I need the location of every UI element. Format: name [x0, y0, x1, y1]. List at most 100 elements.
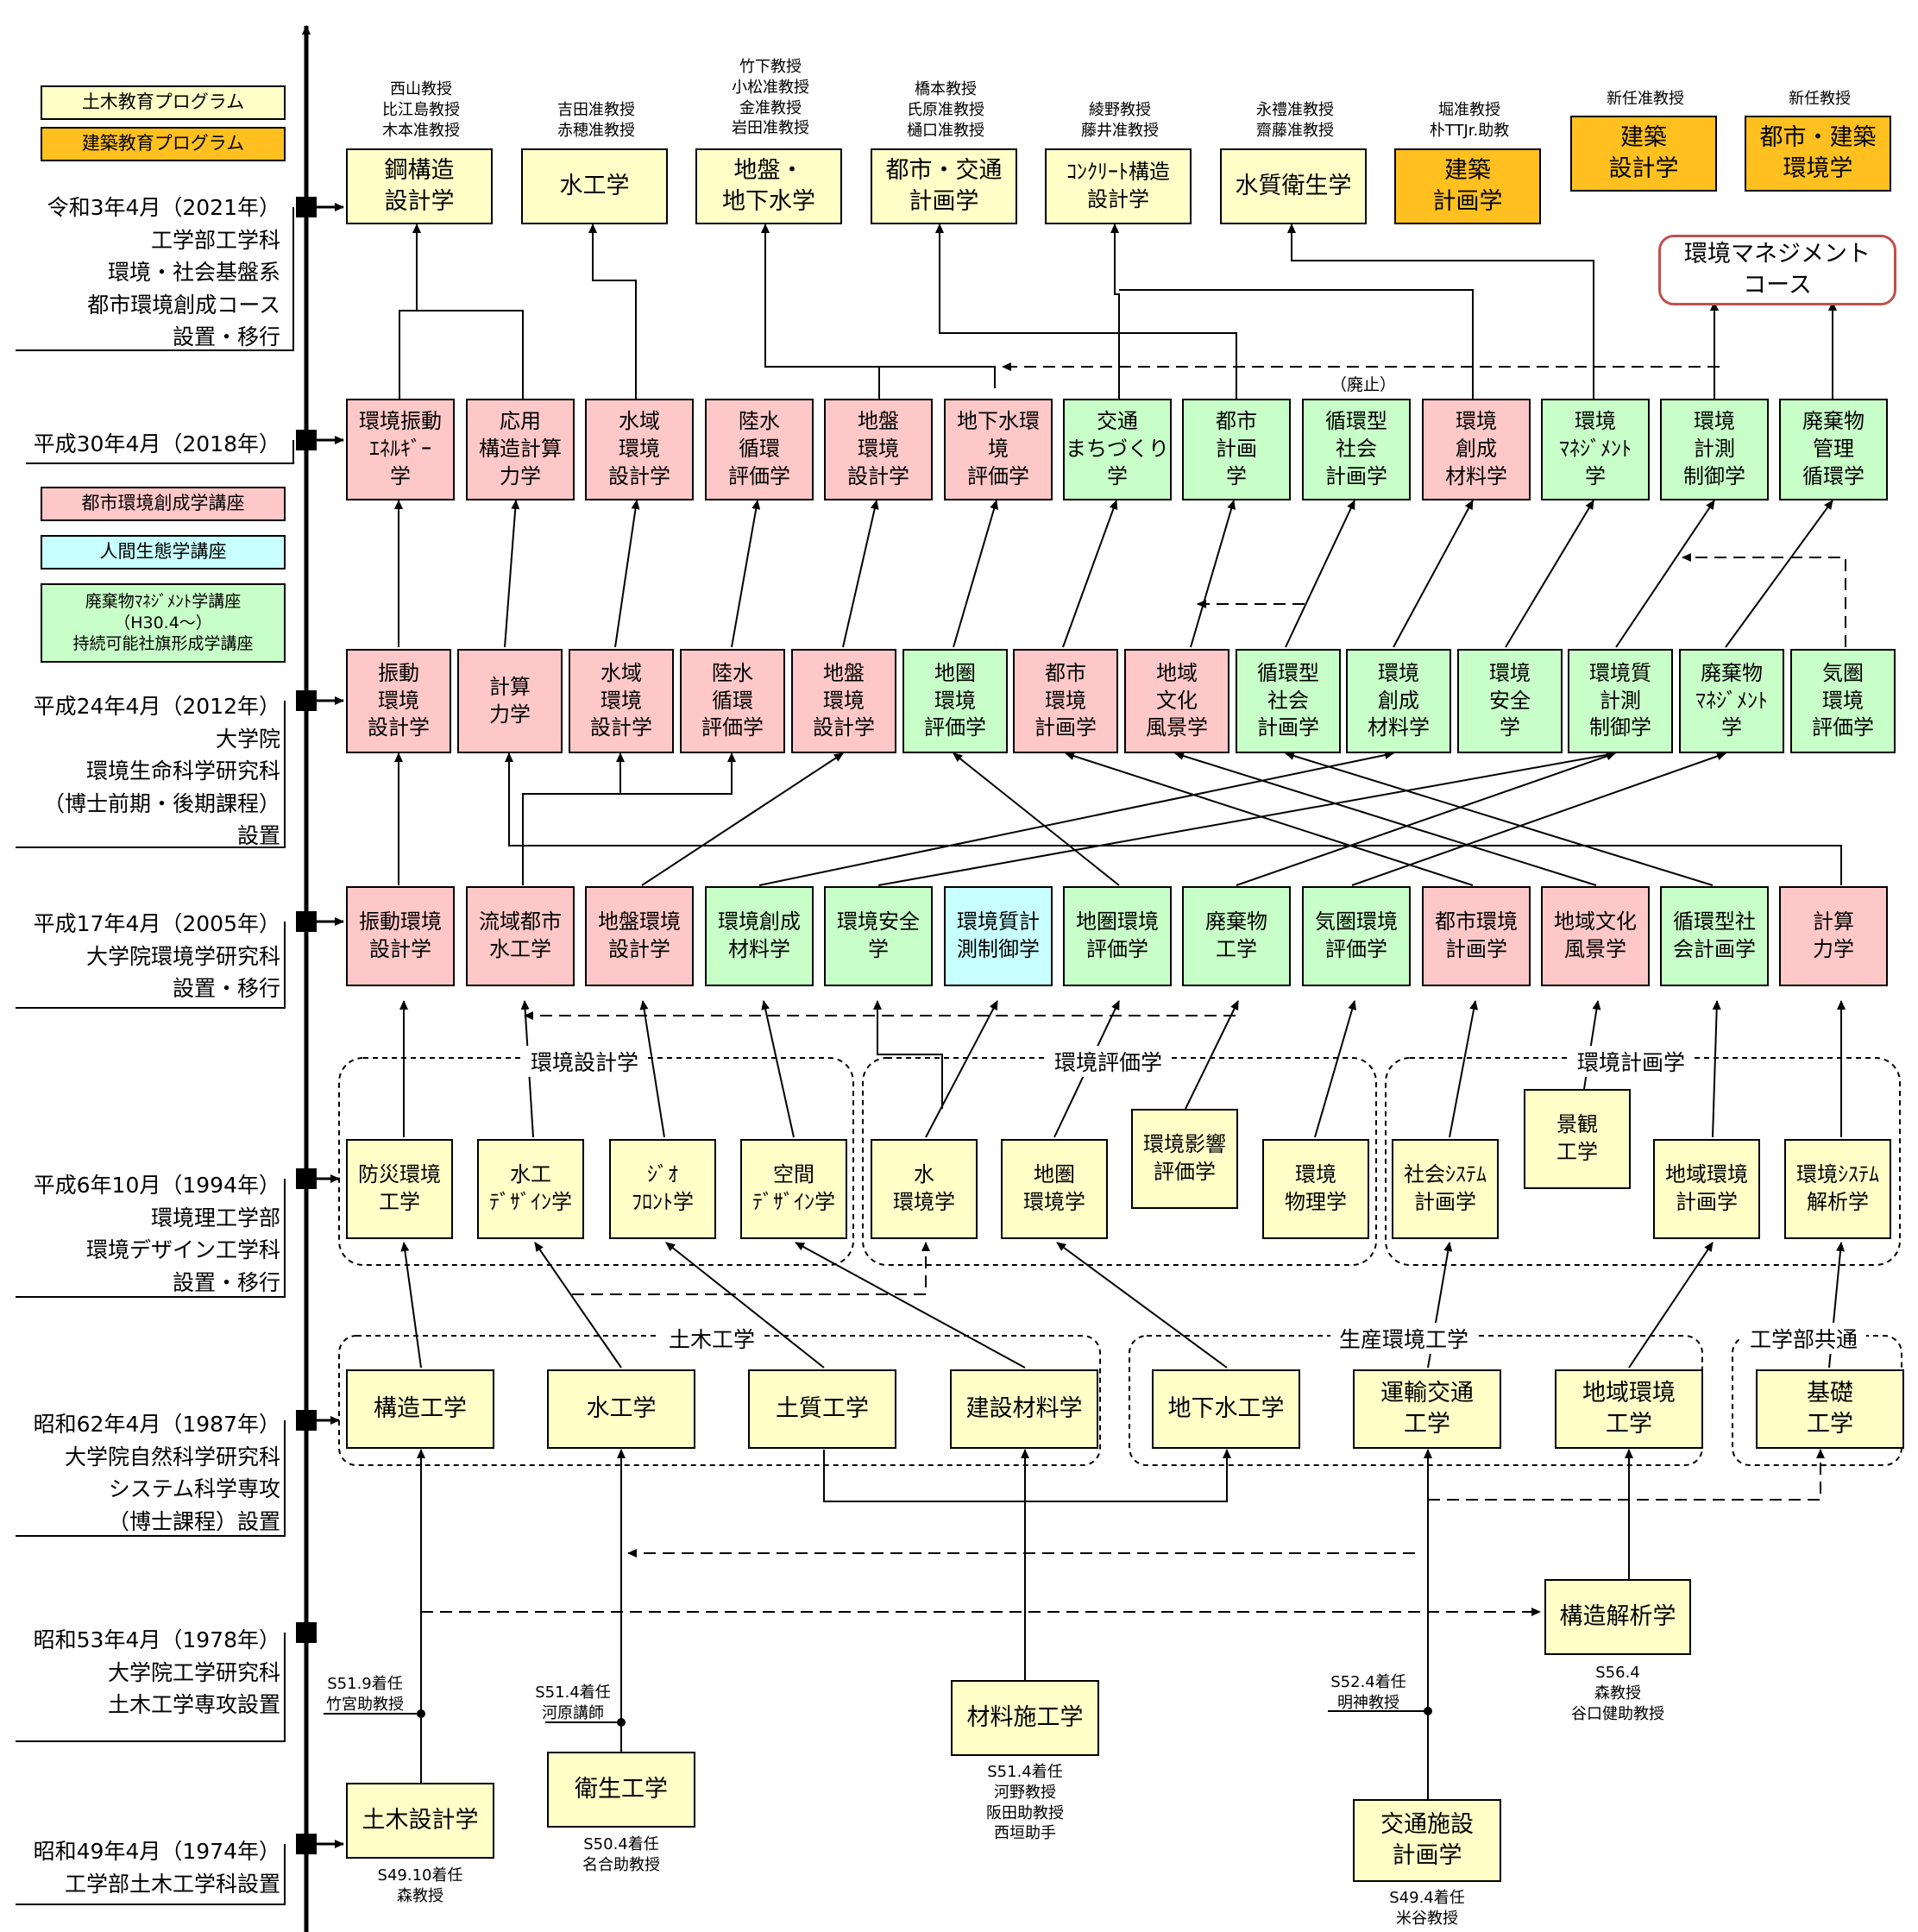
- h24-course-1: 振動 環境 設計学: [346, 649, 451, 753]
- group-label-sekkei: 環境設計学: [522, 1046, 648, 1077]
- h30-course-8: 都市 計画 学: [1182, 399, 1291, 500]
- joint-dots: [417, 1707, 1432, 1727]
- era-2018: 平成30年4月（2018年）: [33, 431, 280, 456]
- h17-course-3: 地盤環境 設計学: [585, 886, 694, 986]
- h17-course-5: 環境安全 学: [824, 886, 933, 986]
- h24-course-10: 環境 創成 材料学: [1346, 649, 1451, 753]
- course-suishitsu: 水質衛生学: [1220, 148, 1367, 224]
- legend-waste-management-lab: 廃棄物ﾏﾈｼﾞﾒﾝﾄ学講座 （H30.4～） 持続可能社旗形成学講座: [41, 583, 286, 663]
- dashed-connectors: [421, 362, 1846, 1616]
- course-kozokaiseki: 構造解析学: [1544, 1579, 1691, 1655]
- era-1987: 昭和62年4月（1987年） 大学院自然科学研究科 システム科学専攻 （博士課程…: [33, 1412, 280, 1534]
- h17-course-11: 地域文化 風景学: [1541, 886, 1650, 986]
- h30-course-13: 廃棄物 管理 循環学: [1779, 399, 1888, 500]
- legend-architecture-program: 建築教育プログラム: [41, 127, 286, 161]
- s62-course-5: 地下水工学: [1152, 1369, 1300, 1449]
- group-label-hyoka: 環境評価学: [1046, 1046, 1172, 1077]
- s62-course-3: 土質工学: [748, 1369, 896, 1449]
- course-koukozo: 鋼構造 設計学: [346, 148, 493, 224]
- h24-course-14: 気圏 環境 評価学: [1790, 649, 1896, 753]
- h6-course-11: 地域環境 計画学: [1653, 1139, 1760, 1239]
- course-kenchikusekkei: 建築 設計学: [1570, 116, 1717, 192]
- course-eisei: 衛生工学: [547, 1752, 695, 1828]
- staff-suishitsu: 永禮准教授 齋藤准教授: [1256, 101, 1334, 140]
- h30-course-11: 環境 ﾏﾈｼﾞﾒﾝﾄ 学: [1541, 399, 1650, 500]
- s62-course-1: 構造工学: [346, 1369, 494, 1449]
- s62-course-6: 運輸交通 工学: [1353, 1369, 1501, 1449]
- h17-course-12: 循環型社 会計画学: [1660, 886, 1769, 986]
- h24-course-5: 地盤 環境 設計学: [791, 649, 896, 753]
- h24-course-7: 都市 環境 計画学: [1013, 649, 1118, 753]
- h17-course-4: 環境創成 材料学: [705, 886, 814, 986]
- h6-course-1: 防災環境 工学: [346, 1139, 453, 1239]
- timeline-arrows: [317, 203, 344, 1848]
- h30-course-5: 地盤 環境 設計学: [824, 399, 933, 500]
- era-2021: 令和3年4月（2021年） 工学部工学科 環境・社会基盤系 都市環境創成コース …: [47, 195, 280, 349]
- h30-course-9: 循環型 社会 計画学: [1302, 399, 1411, 500]
- h6-course-10: 景観 工学: [1524, 1089, 1631, 1189]
- h30-course-7: 交通 まちづくり 学: [1063, 399, 1172, 500]
- s62-course-7: 地域環境 工学: [1555, 1369, 1703, 1449]
- course-jiban: 地盤・ 地下水学: [695, 148, 842, 224]
- group-label-seisan: 生産環境工学: [1330, 1323, 1478, 1354]
- course-kotsushisetsu: 交通施設 計画学: [1353, 1799, 1501, 1882]
- h17-course-8: 廃棄物 工学: [1182, 886, 1291, 986]
- h30-course-3: 水域 環境 設計学: [585, 399, 694, 500]
- h6-course-8: 環境 物理学: [1262, 1139, 1369, 1239]
- h17-course-2: 流域都市 水工学: [466, 886, 575, 986]
- era-2012: 平成24年4月（2012年） 大学院 環境生命科学研究科 （博士前期・後期課程）…: [33, 694, 280, 848]
- h6-course-6: 地圏 環境学: [1001, 1139, 1108, 1239]
- staff-takemiya: S51.9着任 竹宮助教授: [326, 1675, 404, 1714]
- era-1978: 昭和53年4月（1978年） 大学院工学研究科 土木工学専攻設置: [33, 1627, 280, 1717]
- legend-civil-program: 土木教育プログラム: [41, 85, 286, 120]
- timeline-markers: [296, 197, 317, 1854]
- staff-eisei: S50.4着任 名合助教授: [582, 1835, 660, 1874]
- h24-course-2: 計算 力学: [457, 649, 563, 753]
- era-underlines: [16, 207, 294, 1905]
- era-2005: 平成17年4月（2005年） 大学院環境学研究科 設置・移行: [33, 911, 280, 1001]
- s62-course-8: 基礎 工学: [1756, 1369, 1904, 1449]
- h24-course-11: 環境 安全 学: [1457, 649, 1563, 753]
- h30-course-2: 応用 構造計算 力学: [466, 399, 575, 500]
- h24-course-12: 環境質 計測 制御学: [1568, 649, 1673, 753]
- h17-course-1: 振動環境 設計学: [346, 886, 455, 986]
- h24-course-6: 地圏 環境 評価学: [902, 649, 1008, 753]
- course-dobokusekkei: 土木設計学: [346, 1783, 494, 1859]
- h6-course-2: 水工 ﾃﾞｻﾞｲﾝ学: [477, 1139, 584, 1239]
- h24-course-3: 水域 環境 設計学: [569, 649, 674, 753]
- group-label-kyotsu: 工学部共通: [1741, 1323, 1867, 1354]
- staff-myojin: S52.4着任 明神教授: [1330, 1673, 1406, 1712]
- h17-course-7: 地圏環境 評価学: [1063, 886, 1172, 986]
- h24-course-8: 地域 文化 風景学: [1124, 649, 1229, 753]
- course-zairyo: 材料施工学: [951, 1680, 1099, 1756]
- course-toshikenchiku: 都市・建築 環境学: [1745, 116, 1891, 192]
- h6-course-4: 空間 ﾃﾞｻﾞｲﾝ学: [740, 1139, 847, 1239]
- group-label-doboku: 土木工学: [660, 1323, 764, 1354]
- era-1974: 昭和49年4月（1974年） 工学部土木工学科設置: [33, 1839, 280, 1897]
- env-management-course: 環境マネジメント コース: [1658, 235, 1896, 305]
- h6-course-12: 環境ｼｽﾃﾑ 解析学: [1784, 1139, 1891, 1239]
- h6-course-3: ｼﾞｵ ﾌﾛﾝﾄ学: [609, 1139, 716, 1239]
- s62-course-2: 水工学: [547, 1369, 695, 1449]
- h17-course-6: 環境質計 測制御学: [944, 886, 1053, 986]
- h30-course-1: 環境振動 ｴﾈﾙｷﾞｰ 学: [346, 399, 455, 500]
- h24-course-4: 陸水 循環 評価学: [680, 649, 785, 753]
- h6-course-7: 環境影響 評価学: [1131, 1109, 1238, 1209]
- h6-course-5: 水 環境学: [871, 1139, 978, 1239]
- staff-kawahara: S51.4着任 河原講師: [535, 1683, 611, 1722]
- course-suikou: 水工学: [521, 148, 668, 224]
- s62-course-4: 建設材料学: [950, 1369, 1098, 1449]
- h24-course-9: 循環型 社会 計画学: [1236, 649, 1341, 753]
- h17-course-9: 気圏環境 評価学: [1302, 886, 1411, 986]
- staff-concrete: 綾野教授 藤井准教授: [1081, 101, 1159, 140]
- legend-human-ecology-lab: 人間生態学講座: [41, 535, 286, 570]
- course-toshikotsu: 都市・交通 計画学: [871, 148, 1017, 224]
- solid-connectors: [324, 223, 1846, 1808]
- era-1994: 平成6年10月（1994年） 環境理工学部 環境デザイン工学科 設置・移行: [33, 1173, 280, 1295]
- h17-course-10: 都市環境 計画学: [1422, 886, 1531, 986]
- staff-suikou: 吉田准教授 赤穂准教授: [557, 101, 635, 140]
- staff-kenchikusekkei: 新任准教授: [1607, 90, 1684, 108]
- h6-course-9: 社会ｼｽﾃﾑ 計画学: [1392, 1139, 1499, 1239]
